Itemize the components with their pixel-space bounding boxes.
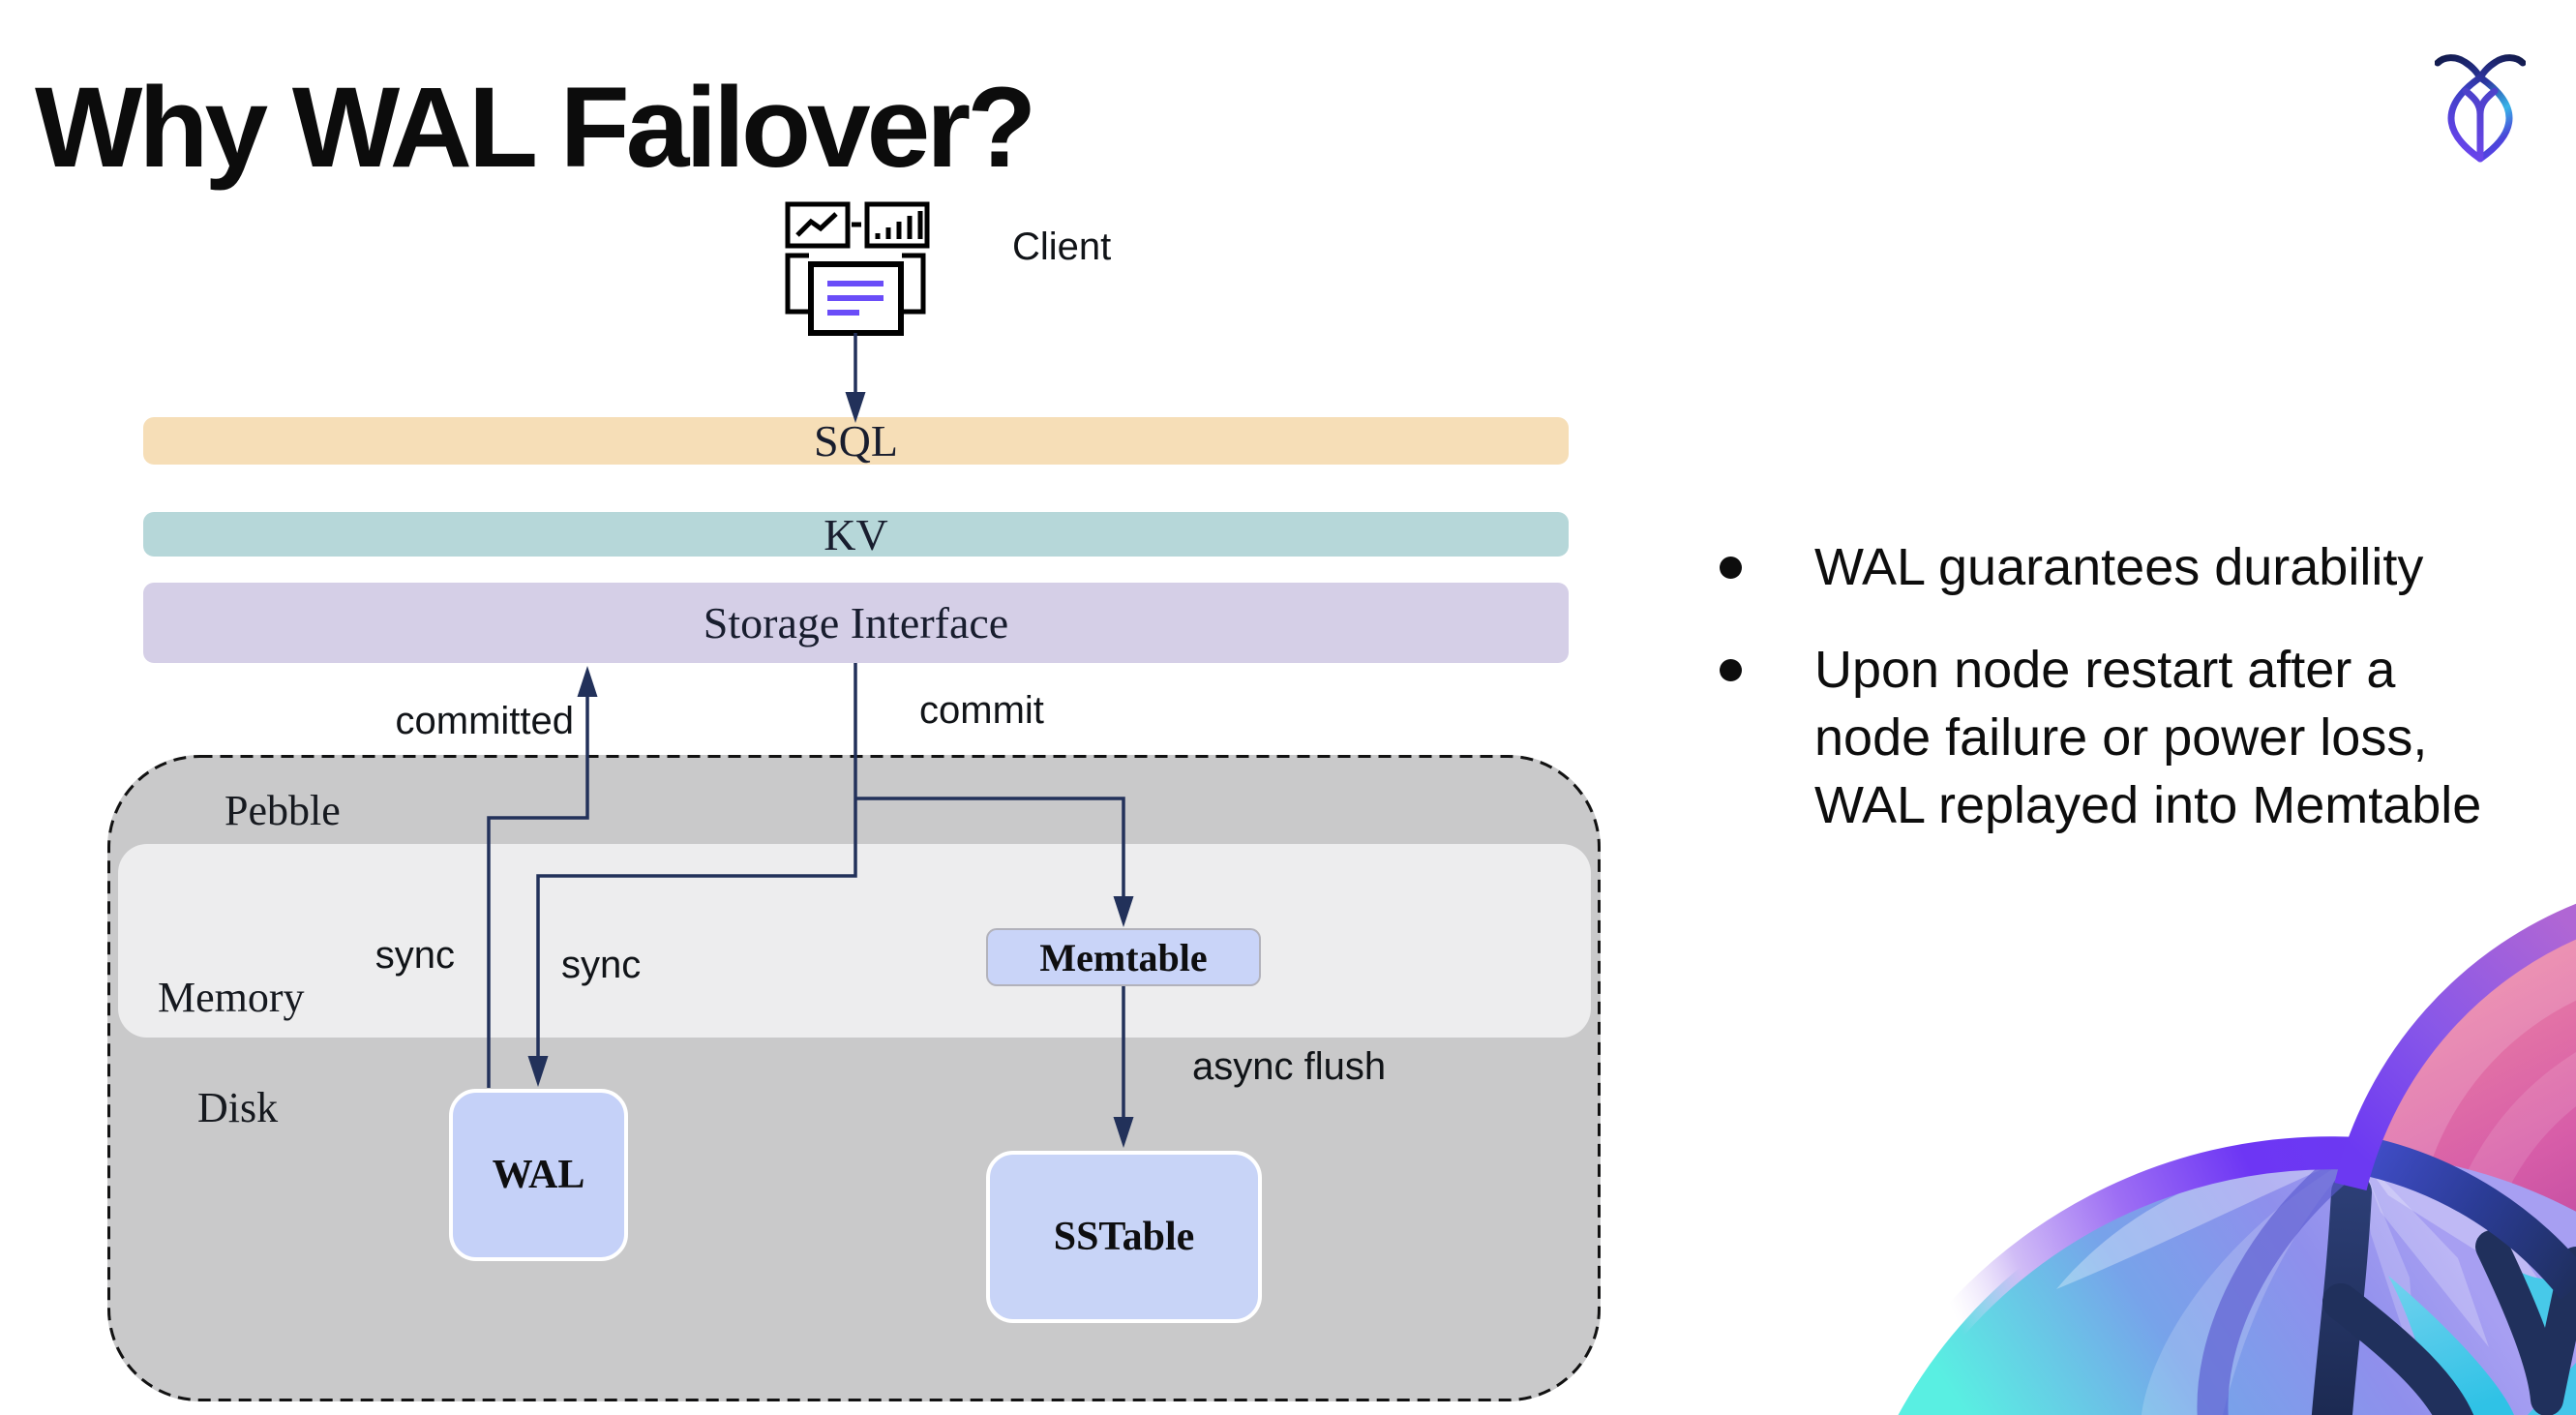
bullet-dot bbox=[1720, 557, 1742, 579]
cockroachdb-logo-icon bbox=[2435, 54, 2526, 163]
layer-label-kv: KV bbox=[824, 509, 888, 559]
memtable-box: Memtable bbox=[986, 928, 1261, 986]
sstable-box: SSTable bbox=[986, 1151, 1262, 1323]
bullet-dot bbox=[1720, 659, 1742, 681]
memory-label: Memory bbox=[158, 974, 305, 1021]
client-label: Client bbox=[1012, 226, 1112, 268]
bullet-item: Upon node restart after a node failure o… bbox=[1720, 636, 2571, 839]
flow-label-committed: committed bbox=[395, 700, 575, 742]
memtable-label: Memtable bbox=[1039, 935, 1208, 979]
wal-label: WAL bbox=[492, 1153, 585, 1197]
layer-bar-kv: KV bbox=[143, 509, 1569, 559]
disk-label: Disk bbox=[197, 1084, 279, 1131]
layer-bar-storage-interface: Storage Interface bbox=[143, 583, 1569, 663]
slide-title: Why WAL Failover? bbox=[35, 64, 1036, 192]
flow-label-commit: commit bbox=[919, 689, 1044, 732]
wal-box: WAL bbox=[449, 1089, 628, 1261]
sstable-label: SSTable bbox=[1053, 1215, 1195, 1259]
bullet-text: Upon node restart after a node failure o… bbox=[1814, 641, 2482, 834]
layer-label-sql: SQL bbox=[814, 416, 898, 466]
layer-label-storage-interface: Storage Interface bbox=[703, 598, 1009, 647]
flow-label-sync-right: sync bbox=[561, 944, 642, 986]
bullet-item: WAL guarantees durability bbox=[1720, 533, 2571, 601]
client-monitor-charts-icon bbox=[785, 201, 930, 336]
flow-label-async-flush: async flush bbox=[1192, 1045, 1387, 1088]
bullet-list: WAL guarantees durability Upon node rest… bbox=[1720, 533, 2571, 874]
layer-bar-sql: SQL bbox=[143, 416, 1569, 466]
flow-label-sync-left: sync bbox=[374, 934, 455, 977]
pebble-label: Pebble bbox=[225, 787, 341, 834]
bullet-text: WAL guarantees durability bbox=[1814, 538, 2424, 596]
